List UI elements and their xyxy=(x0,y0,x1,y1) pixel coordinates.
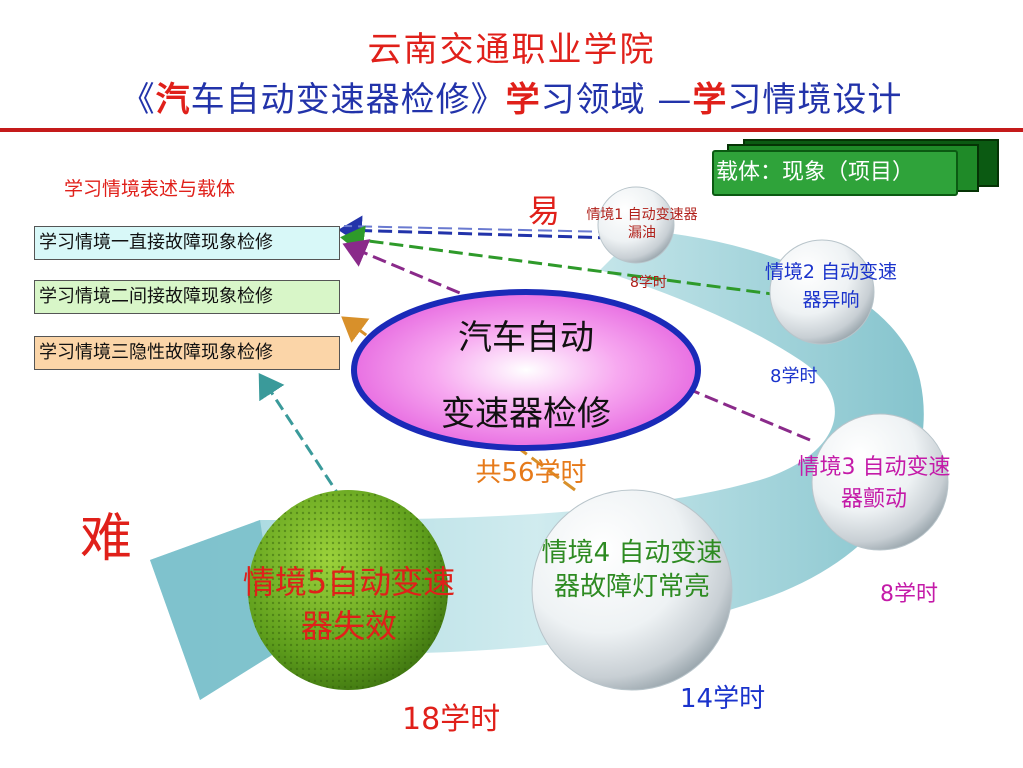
hard-label: 难 xyxy=(80,509,133,569)
situation5-hours: 18学时 xyxy=(402,702,501,737)
legend-box-situation2: 学习情境二间接故障现象检修 xyxy=(34,280,340,314)
center-total-hours: 共56学时 xyxy=(475,458,587,488)
sphere-situation3 xyxy=(811,413,949,551)
center-line1: 汽车自动 xyxy=(458,318,594,358)
situation3-hours: 8学时 xyxy=(880,582,938,607)
situation4-label: 情境4 自动变速器故障灯常亮 xyxy=(541,538,723,602)
situation3-label: 情境3 自动变速器颤动 xyxy=(797,455,951,512)
page-title: 云南交通职业学院 xyxy=(367,30,656,70)
easy-label: 易 xyxy=(528,192,561,230)
page-subtitle: 《汽车自动变速器检修》学习领域 —学习情境设计 xyxy=(120,80,903,120)
situation1-hours: 8学时 xyxy=(630,275,667,291)
legend-box-situation3: 学习情境三隐性故障现象检修 xyxy=(34,336,340,370)
link-situation1 xyxy=(338,215,613,246)
sphere-situation1 xyxy=(597,186,675,264)
situation2-hours: 8学时 xyxy=(770,366,818,387)
sphere-situation2 xyxy=(769,239,875,345)
situation2-label: 情境2 自动变速器异响 xyxy=(764,261,898,311)
center-line2: 变速器检修 xyxy=(441,394,611,434)
sphere-situation4 xyxy=(531,489,733,691)
link-situation2 xyxy=(340,225,781,297)
situation5-label: 情境5自动变速器失效 xyxy=(242,563,456,645)
legend-box-situation1: 学习情境一直接故障现象检修 xyxy=(34,226,340,260)
situation4-hours: 14学时 xyxy=(680,684,766,714)
center-ellipse xyxy=(351,289,701,451)
carrier-banner: 载体：现象（项目） xyxy=(712,150,958,196)
legend-caption: 学习情境表述与载体 xyxy=(64,178,236,200)
link-situation5 xyxy=(258,372,344,501)
situation1-label: 情境1 自动变速器漏油 xyxy=(586,207,698,241)
title-divider xyxy=(0,128,1023,132)
